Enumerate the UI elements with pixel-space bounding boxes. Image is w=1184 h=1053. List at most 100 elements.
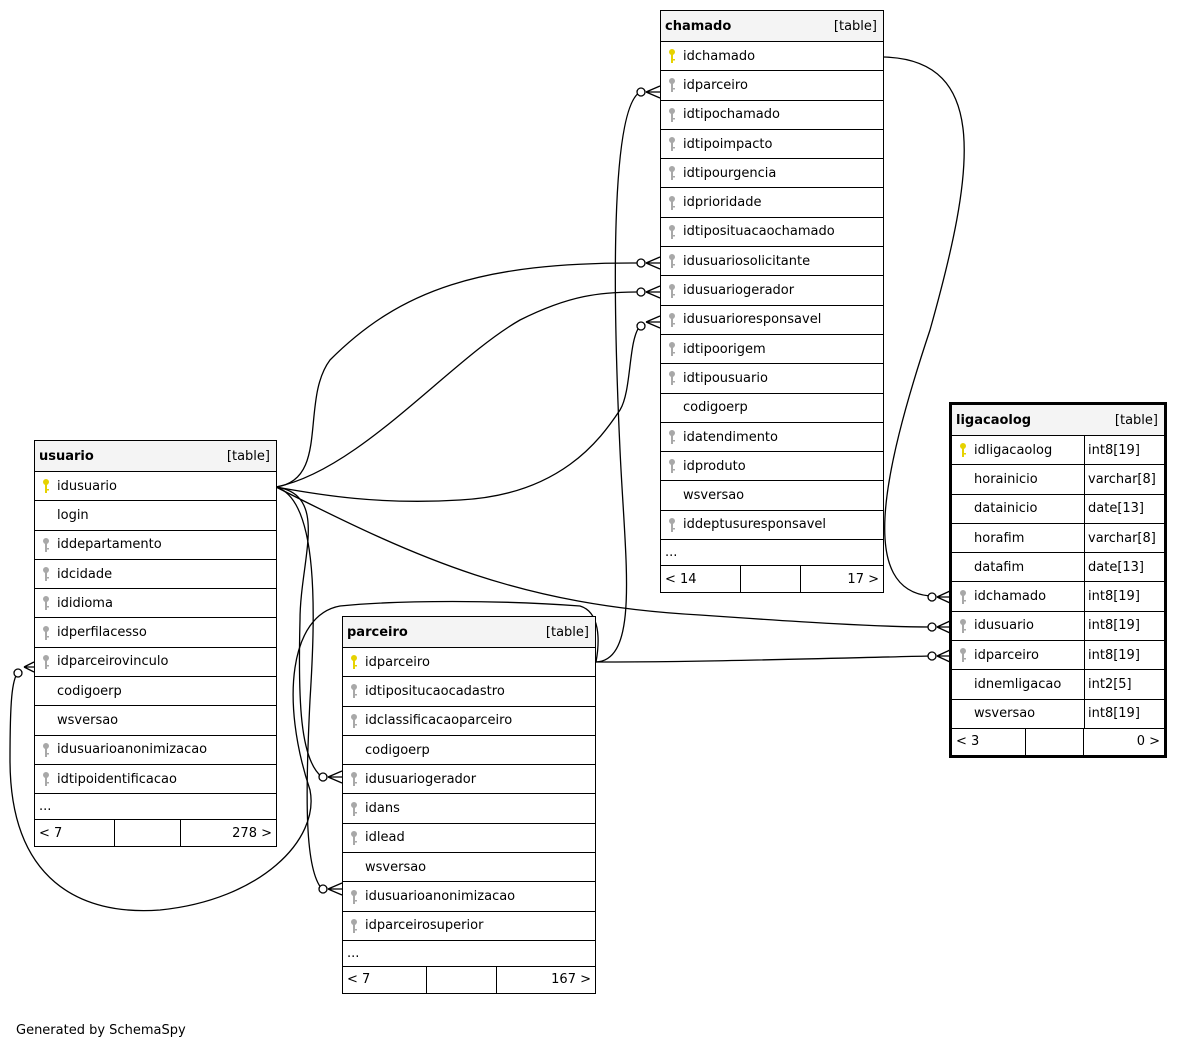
crowfoot-circle (927, 592, 937, 602)
footer-children: 0 > (1136, 734, 1160, 750)
column-row[interactable]: horainicio varchar[8] (952, 465, 1164, 495)
column-row[interactable]: wsversao (343, 853, 595, 883)
column-row[interactable]: idtipoimpacto (661, 130, 883, 160)
column-row[interactable]: idtipousuario (661, 364, 883, 394)
column-row[interactable]: wsversao (35, 706, 276, 736)
column-row[interactable]: idperfilacesso (35, 618, 276, 648)
column-row[interactable]: idtipochamado (661, 101, 883, 130)
footer-parents: < 3 (952, 728, 1026, 755)
column-row[interactable]: idatendimento (661, 423, 883, 453)
foreign-key-icon (343, 713, 365, 729)
column-row[interactable]: idusuario (35, 472, 276, 502)
column-name: ididioma (57, 595, 113, 611)
primary-key-icon (343, 654, 365, 670)
footer-rows (741, 566, 801, 593)
column-row[interactable]: login (35, 501, 276, 531)
foreign-key-icon (661, 224, 683, 240)
column-row[interactable]: datafim date[13] (952, 553, 1164, 583)
column-name: idtipoorigem (683, 341, 766, 357)
table-footer: < 14 17 > (661, 566, 883, 593)
column-row[interactable]: iddepartamento (35, 531, 276, 560)
column-type: int2[5] (1084, 670, 1164, 699)
column-row[interactable]: idtiposituacaochamado (661, 218, 883, 248)
primary-key-icon (952, 442, 974, 458)
foreign-key-icon (661, 429, 683, 445)
column-row[interactable]: ididioma (35, 589, 276, 619)
crowfoot-circle (318, 772, 328, 782)
foreign-key-icon (35, 595, 57, 611)
table-header: chamado [table] (661, 11, 883, 42)
column-type: date[13] (1084, 494, 1164, 523)
foreign-key-icon (343, 771, 365, 787)
column-row[interactable]: idparceirosuperior (343, 912, 595, 941)
column-row[interactable]: idusuariosolicitante (661, 247, 883, 277)
column-row[interactable]: idprioridade (661, 188, 883, 218)
column-row[interactable]: idusuariogerador (661, 276, 883, 306)
column-row[interactable]: idparceirovinculo (35, 648, 276, 678)
foreign-key-icon (661, 458, 683, 474)
column-row[interactable]: codigoerp (661, 394, 883, 423)
footer-rows (427, 966, 497, 993)
foreign-key-icon (661, 370, 683, 386)
more-columns: ... (661, 540, 883, 567)
column-row[interactable]: idtipoorigem (661, 335, 883, 365)
column-row[interactable]: idlead (343, 824, 595, 854)
column-row[interactable]: idusuarioanonimizacao (35, 736, 276, 765)
column-row[interactable]: idusuarioanonimizacao (343, 882, 595, 912)
column-row[interactable]: iddeptusuresponsavel (661, 511, 883, 541)
column-row[interactable]: wsversao (661, 481, 883, 511)
column-name: idtipourgencia (683, 165, 777, 181)
edge-parceiro-usuario (9, 600, 599, 912)
column-type: date[13] (1084, 553, 1164, 582)
column-row[interactable]: idtipoidentificacao (35, 765, 276, 795)
column-row[interactable]: idparceiro (343, 648, 595, 678)
column-name: idprioridade (683, 195, 762, 211)
foreign-key-icon (343, 801, 365, 817)
column-name: datafim (974, 559, 1025, 575)
column-name: idligacaolog (974, 442, 1053, 458)
column-row[interactable]: codigoerp (343, 736, 595, 766)
column-name: idusuariogerador (365, 771, 477, 787)
footer-rows (1026, 728, 1084, 755)
column-name: idchamado (974, 589, 1047, 605)
column-row[interactable]: idusuariogerador (343, 765, 595, 795)
column-row[interactable]: idchamado (661, 42, 883, 72)
column-name: idusuario (57, 478, 117, 494)
column-name: horainicio (974, 471, 1038, 487)
footer-children: 167 > (551, 972, 591, 988)
table-footer: < 3 0 > (952, 728, 1164, 755)
edge-usuario-parceiro-anonimizacao (275, 486, 323, 890)
column-row[interactable]: idcidade (35, 560, 276, 590)
column-type: varchar[8] (1084, 465, 1164, 494)
column-row[interactable]: idusuarioresponsavel (661, 306, 883, 335)
column-row[interactable]: idtipositucaocadastro (343, 677, 595, 707)
foreign-key-icon (661, 283, 683, 299)
edge-usuario-parceiro-gerador (275, 486, 323, 778)
column-name: idtipousuario (683, 370, 768, 386)
column-row[interactable]: idproduto (661, 452, 883, 482)
crowfoot-circle (318, 884, 328, 894)
column-row[interactable]: idtipourgencia (661, 159, 883, 189)
column-row[interactable]: idclassificacaoparceiro (343, 707, 595, 736)
edge-usuario-ligacaolog (275, 486, 931, 628)
column-name: idtipositucaocadastro (365, 683, 505, 699)
column-name: idperfilacesso (57, 625, 147, 641)
column-row[interactable]: idparceiro (661, 71, 883, 101)
foreign-key-icon (661, 195, 683, 211)
column-row[interactable]: codigoerp (35, 677, 276, 707)
footer-rows (115, 820, 181, 847)
column-row[interactable]: idans (343, 794, 595, 824)
foreign-key-icon (35, 742, 57, 758)
